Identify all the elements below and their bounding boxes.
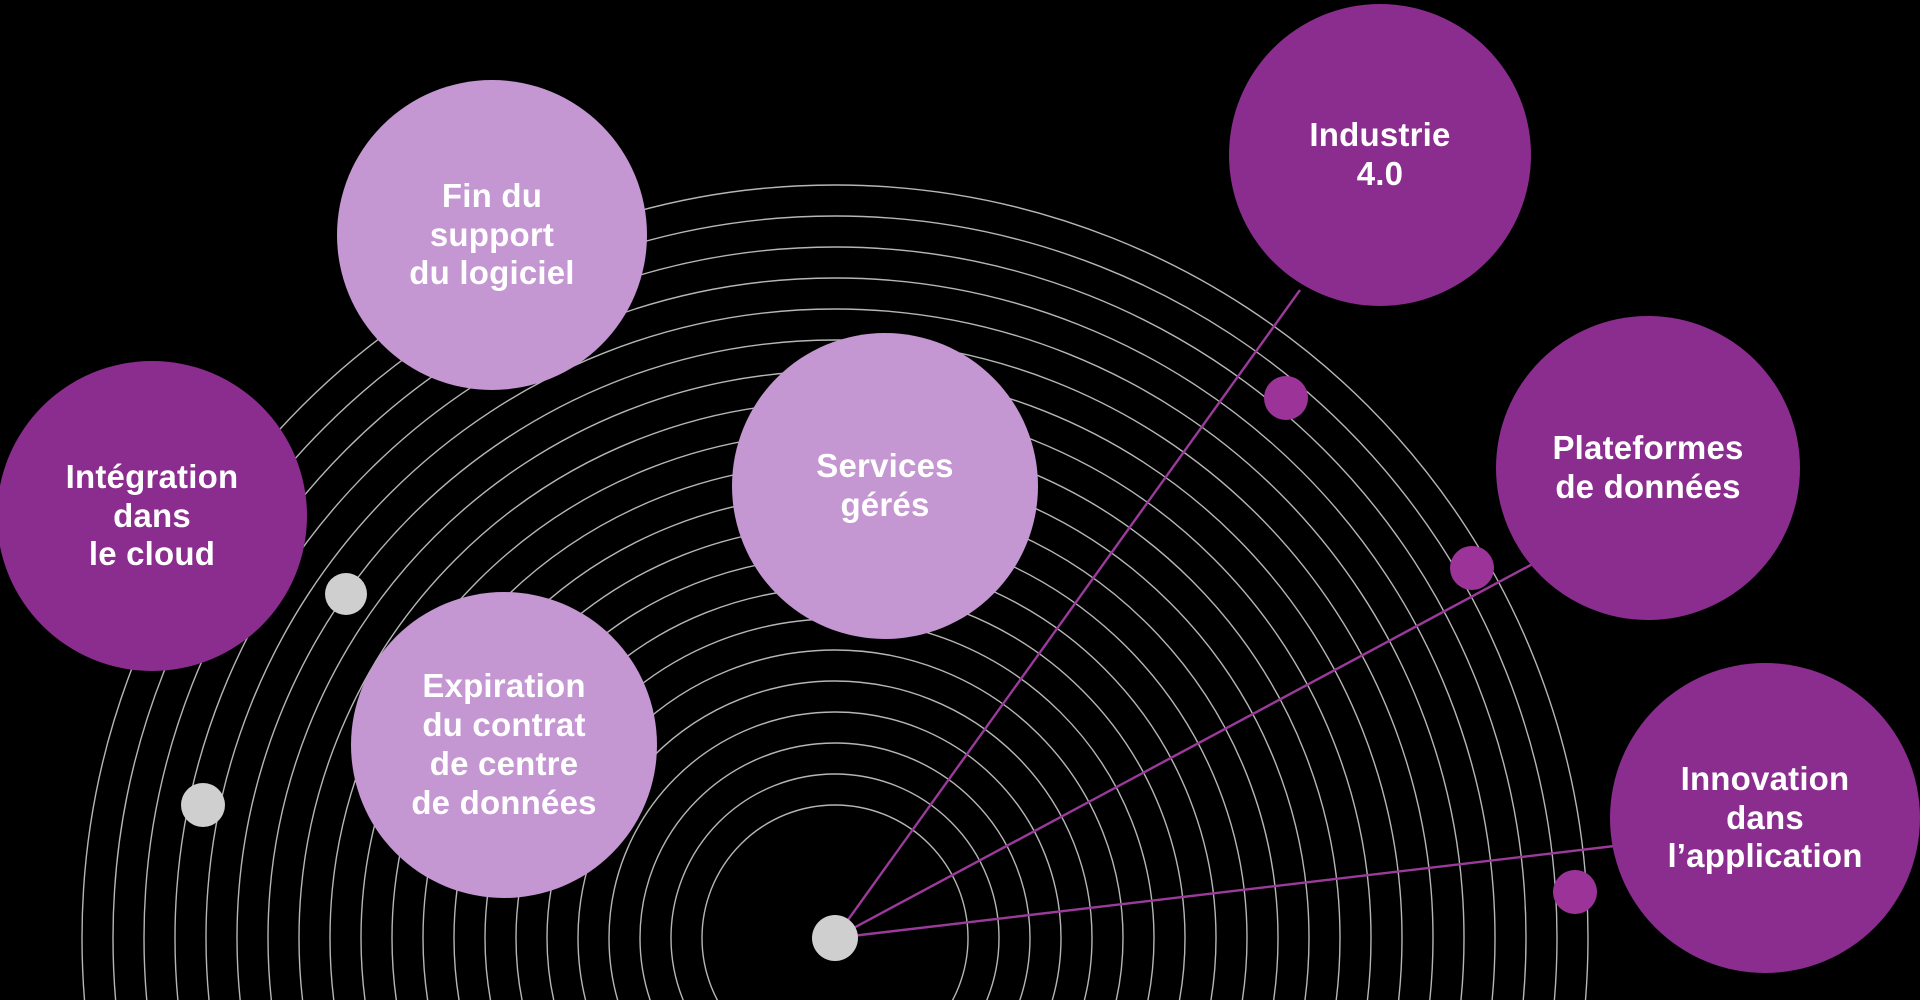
bubble-industrie-40[interactable] <box>1229 4 1531 306</box>
orbit-arc <box>143 246 1527 1000</box>
connector-lines-layer <box>834 289 1641 940</box>
orbit-arc <box>608 711 1062 1000</box>
connector-hub-to-innovation <box>834 841 1641 940</box>
connector-hub-to-plateformes <box>834 558 1541 940</box>
connector-hub-to-industrie <box>834 289 1301 939</box>
orbit-arc <box>670 773 1000 1000</box>
orbit-arc <box>546 649 1124 1000</box>
node-purple-plateformes[interactable] <box>1450 546 1494 590</box>
orbit-arc <box>81 184 1589 1000</box>
node-gray-lower-left[interactable] <box>181 783 225 827</box>
bubble-integration-cloud[interactable] <box>0 361 307 671</box>
satellite-nodes-layer <box>181 376 1597 961</box>
bubbles-layer <box>0 4 1920 973</box>
bubble-expiration-contrat-datacenter[interactable] <box>351 592 657 898</box>
orbit-arc <box>205 308 1465 1000</box>
orbit-arc <box>639 742 1031 1000</box>
center-hub-node[interactable] <box>812 915 858 961</box>
node-gray-upper-left[interactable] <box>325 573 367 615</box>
orbit-arc <box>174 277 1496 1000</box>
bubble-fin-support-logiciel[interactable] <box>337 80 647 390</box>
node-purple-industrie[interactable] <box>1264 376 1308 420</box>
bubble-services-geres[interactable] <box>732 333 1038 639</box>
bubble-innovation-application[interactable] <box>1610 663 1920 973</box>
orbit-arc <box>577 680 1093 1000</box>
bubble-plateformes-donnees[interactable] <box>1496 316 1800 620</box>
orbit-arc <box>236 339 1434 1000</box>
orbit-arc <box>112 215 1558 1000</box>
node-purple-innovation[interactable] <box>1553 870 1597 914</box>
orbit-arc <box>701 804 969 1000</box>
